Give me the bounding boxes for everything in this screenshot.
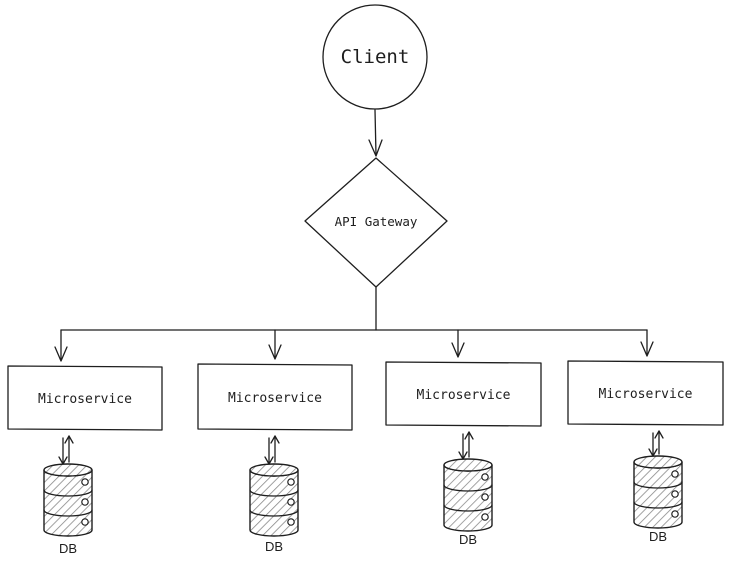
service-db-bidirectional-arrows xyxy=(458,431,474,460)
microservice-label: Microservice xyxy=(599,387,693,402)
microservice-box xyxy=(7,365,163,431)
db-label: DB xyxy=(459,532,477,547)
client-to-gateway-arrow xyxy=(368,109,383,157)
microservice-box xyxy=(385,361,542,427)
db-label: DB xyxy=(649,529,667,544)
microservice-label: Microservice xyxy=(228,391,322,406)
client-circle xyxy=(322,4,428,110)
service-db-bidirectional-arrows xyxy=(264,435,280,465)
bus-to-microservice-arrow xyxy=(640,329,654,357)
microservice-label: Microservice xyxy=(38,392,132,407)
database-icon xyxy=(633,455,683,529)
service-db-bidirectional-arrows xyxy=(648,430,664,457)
database-icon xyxy=(443,458,493,532)
bus-to-microservice-arrow xyxy=(451,329,465,358)
services-layer: MicroserviceDBMicroserviceDBMicroservice… xyxy=(7,329,724,556)
client-label: Client xyxy=(341,46,410,68)
gateway-node: API Gateway xyxy=(304,157,448,288)
gateway-label: API Gateway xyxy=(335,214,418,229)
database-icon xyxy=(249,463,299,537)
microservice-box xyxy=(567,360,724,426)
db-label: DB xyxy=(59,541,77,556)
microservice-box xyxy=(197,363,353,431)
service-db-bidirectional-arrows xyxy=(58,435,74,465)
gateway-bus-connector xyxy=(60,286,648,331)
bus-to-microservice-arrow xyxy=(54,329,68,362)
bus-to-microservice-arrow xyxy=(268,329,282,360)
db-label: DB xyxy=(265,539,283,554)
microservice-label: Microservice xyxy=(417,388,511,403)
client-node: Client xyxy=(322,4,428,110)
database-icon xyxy=(43,463,93,537)
